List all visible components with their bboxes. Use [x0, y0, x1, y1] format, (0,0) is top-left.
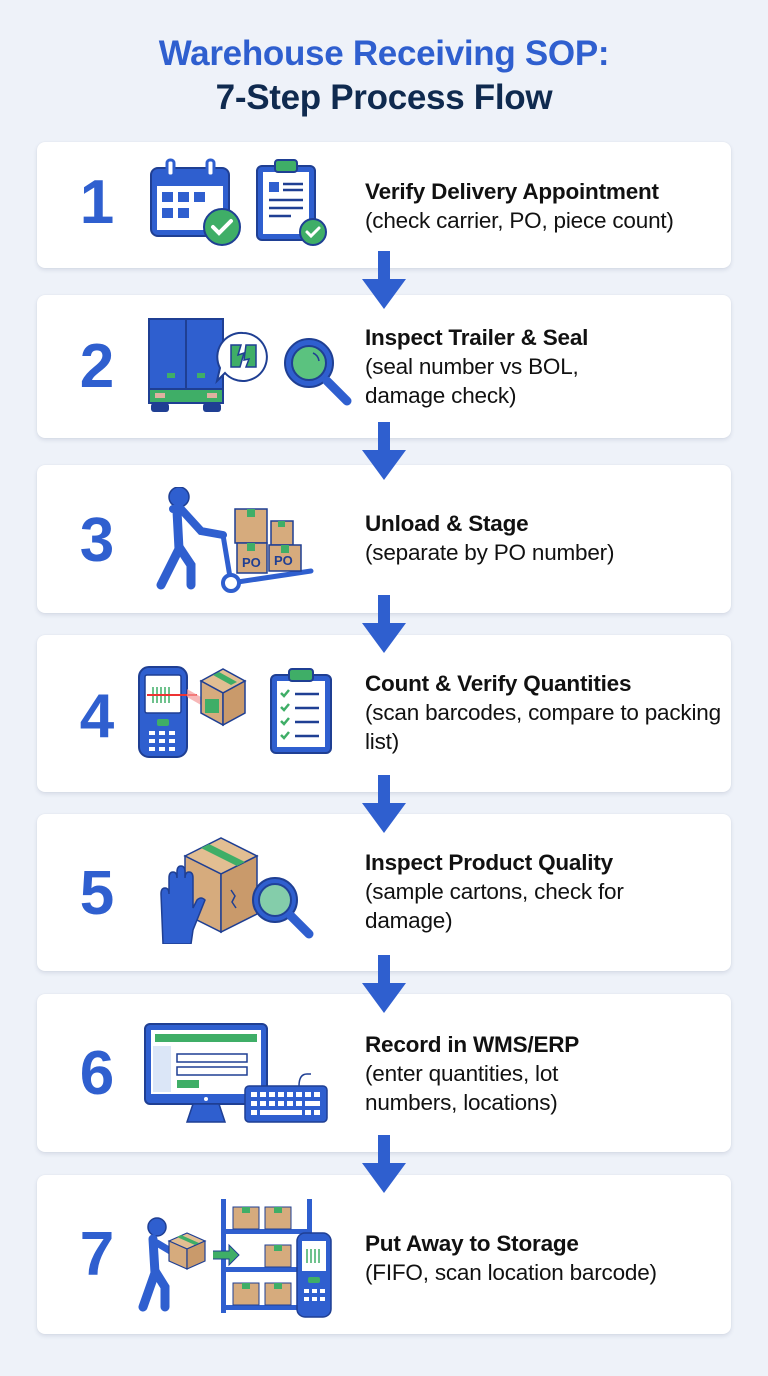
- storage-rack-icon: [213, 1199, 312, 1313]
- step-detail: (seal number vs BOL, damage check): [365, 354, 579, 408]
- calendar-check-icon: [150, 158, 241, 246]
- barcode-box-icon: [187, 668, 247, 727]
- magnifier-icon: [284, 338, 352, 406]
- step-card-6: 6 Record in WMS/ERP (enter quantities, l…: [37, 994, 731, 1152]
- step-detail: (scan barcodes, compare to packing list): [365, 700, 721, 754]
- step-card-7: 7 Put Away to Storage (FIFO: [37, 1175, 731, 1334]
- step-number: 3: [79, 506, 115, 575]
- checklist-icon: [270, 668, 332, 754]
- step-number: 2: [79, 332, 115, 401]
- step-title: Verify Delivery Appointment: [365, 179, 659, 204]
- worker-hand-truck-icon: PO PO: [156, 487, 314, 593]
- step-title: Inspect Trailer & Seal: [365, 325, 589, 350]
- step-text: Count & Verify Quantities (scan barcodes…: [365, 669, 725, 756]
- trailer-icon: [148, 318, 224, 412]
- step-detail: (FIFO, scan location barcode): [365, 1260, 657, 1285]
- step-title: Unload & Stage: [365, 511, 529, 536]
- worker-carry-box-icon: [138, 1217, 207, 1312]
- flow-arrow-3-4: [362, 595, 406, 653]
- step-title: Put Away to Storage: [365, 1231, 579, 1256]
- step-detail: (separate by PO number): [365, 540, 615, 565]
- step-title: Record in WMS/ERP: [365, 1032, 580, 1057]
- title-line-1: Warehouse Receiving SOP:: [158, 34, 610, 73]
- step-card-3: 3 PO PO Unload & Stage (separate by PO n…: [37, 465, 731, 613]
- step-card-1: 1 Verify Delivery A: [37, 142, 731, 268]
- magnifier-icon: [252, 877, 314, 939]
- svg-text:PO: PO: [242, 555, 261, 570]
- title-line-2: 7-Step Process Flow: [215, 78, 553, 117]
- keyboard-icon: [244, 1073, 328, 1123]
- step-number: 1: [79, 168, 115, 237]
- step-number: 5: [79, 859, 115, 928]
- step-title: Count & Verify Quantities: [365, 671, 632, 696]
- step-detail: (enter quantities, lot numbers, location…: [365, 1061, 559, 1115]
- glove-hand-icon: [160, 865, 206, 944]
- step-title: Inspect Product Quality: [365, 850, 613, 875]
- step-text: Unload & Stage (separate by PO number): [365, 509, 614, 567]
- step-card-2: 2 Inspect Trailer & Seal (seal number vs…: [37, 295, 731, 438]
- clipboard-check-icon: [256, 159, 327, 246]
- step-card-5: 5 Inspect Product Quality (sample carton…: [37, 814, 731, 971]
- step-text: Inspect Product Quality (sample cartons,…: [365, 848, 685, 935]
- handheld-scanner-icon: [296, 1232, 332, 1318]
- barcode-scanner-icon: [138, 666, 197, 758]
- step-detail: (sample cartons, check for damage): [365, 879, 624, 933]
- flow-arrow-1-2: [362, 251, 406, 309]
- step-text: Put Away to Storage (FIFO, scan location…: [365, 1229, 657, 1287]
- damaged-box-icon: [183, 837, 259, 934]
- step-text: Inspect Trailer & Seal (seal number vs B…: [365, 323, 625, 410]
- flow-arrow-5-6: [362, 955, 406, 1013]
- step-text: Verify Delivery Appointment (check carri…: [365, 177, 674, 235]
- step-number: 7: [79, 1220, 115, 1289]
- flow-arrow-4-5: [362, 775, 406, 833]
- computer-monitor-icon: [144, 1023, 268, 1123]
- step-number: 6: [79, 1039, 115, 1108]
- flow-arrow-6-7: [362, 1135, 406, 1193]
- svg-text:PO: PO: [274, 553, 293, 568]
- page-title: Warehouse Receiving SOP: 7-Step Process …: [0, 32, 768, 120]
- step-card-4: 4 Count & Verify Quantities (scan: [37, 635, 731, 792]
- broken-seal-icon: [215, 331, 268, 385]
- step-text: Record in WMS/ERP (enter quantities, lot…: [365, 1030, 645, 1117]
- flow-arrow-2-3: [362, 422, 406, 480]
- step-detail: (check carrier, PO, piece count): [365, 208, 674, 233]
- step-number: 4: [79, 682, 115, 751]
